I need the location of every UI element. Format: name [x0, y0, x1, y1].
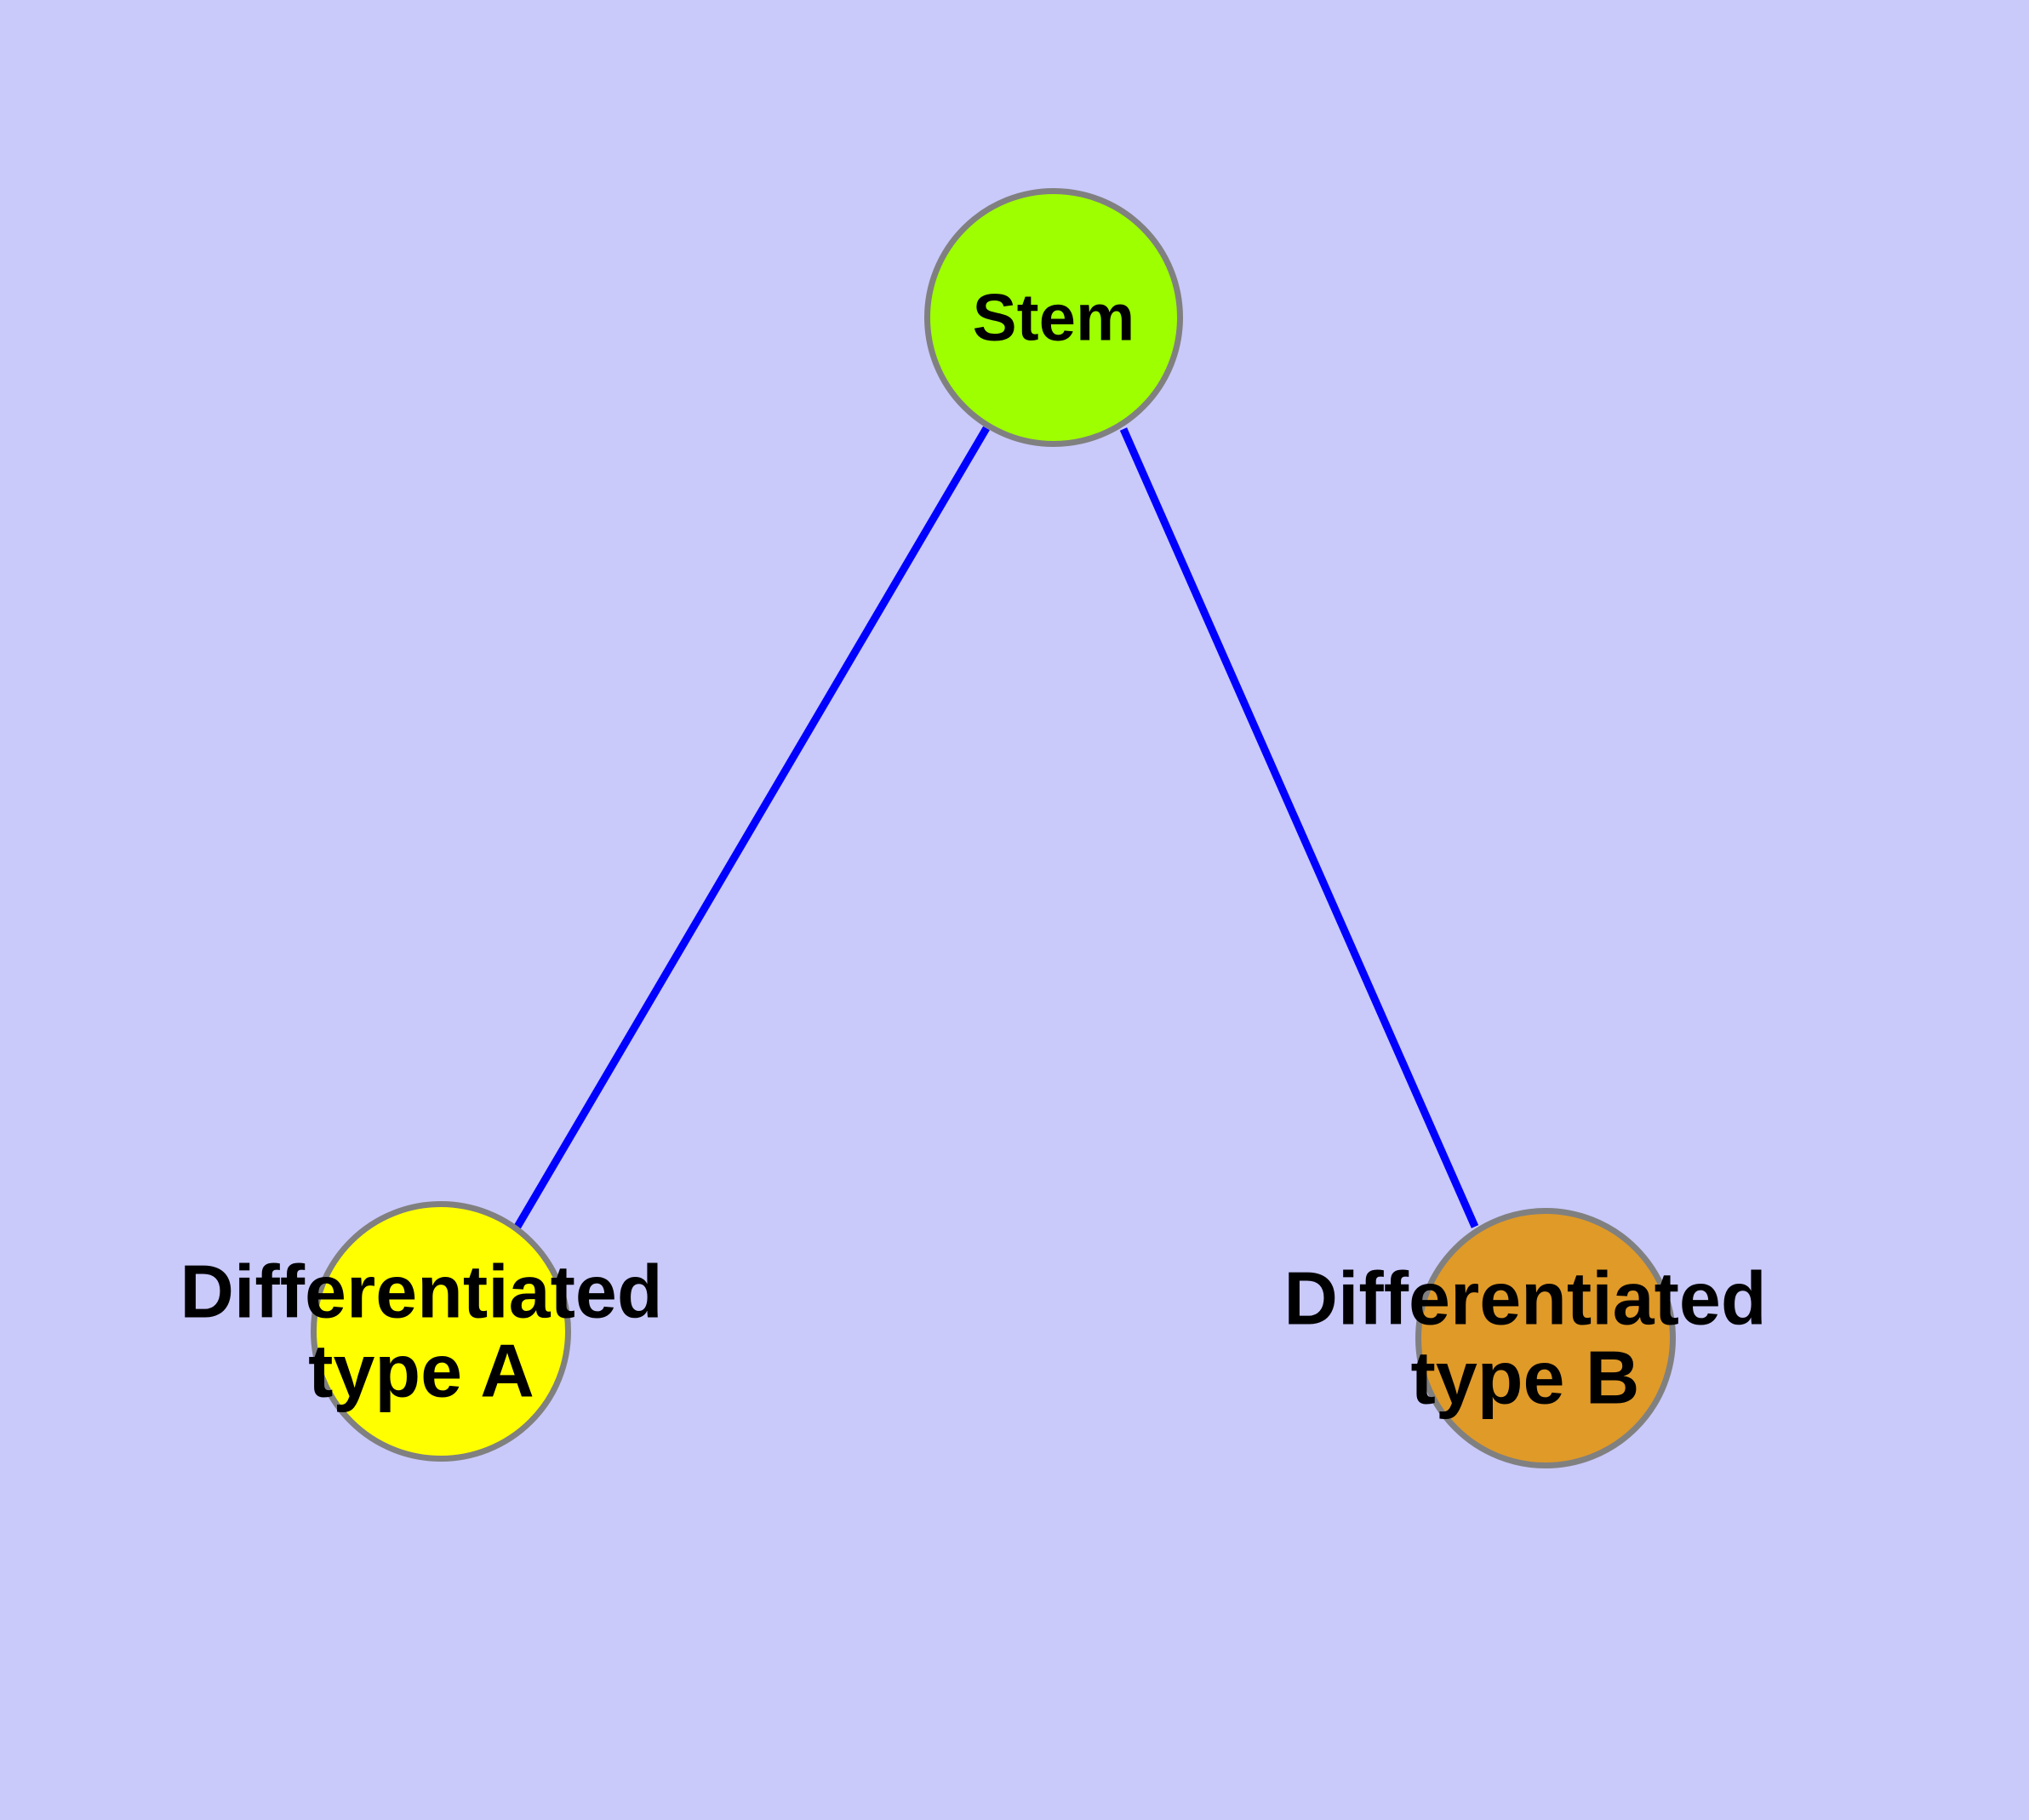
node-stem[interactable]: [924, 188, 1183, 447]
node-differentiated-type-a[interactable]: [311, 1201, 571, 1462]
edge-layer: [514, 426, 1479, 1229]
edge-stem-to-differentiated-type-a[interactable]: [514, 426, 990, 1229]
node-layer: [311, 188, 1676, 1468]
edge-stem-to-differentiated-type-b[interactable]: [1119, 427, 1479, 1228]
node-differentiated-type-b[interactable]: [1415, 1208, 1676, 1468]
